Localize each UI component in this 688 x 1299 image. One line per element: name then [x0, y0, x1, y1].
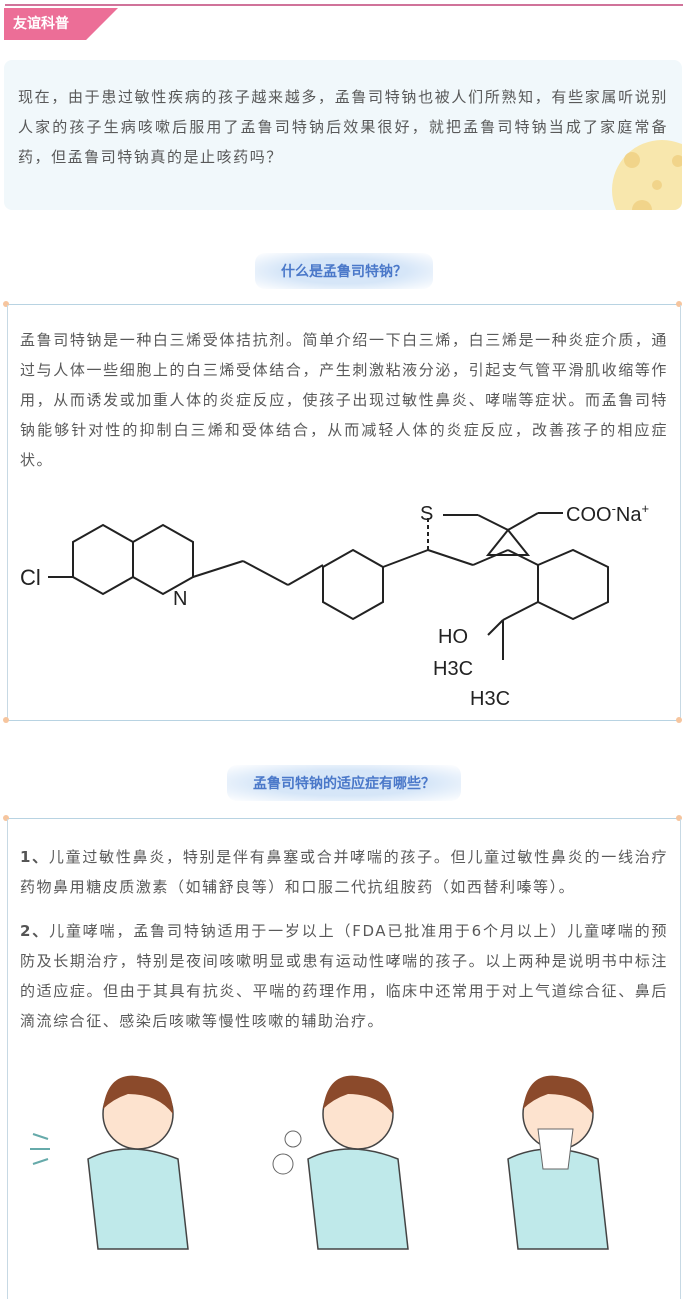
child-coughing-icon	[30, 1075, 189, 1250]
s-label: S	[420, 503, 433, 525]
ho-label: HO	[438, 626, 468, 648]
cl-label: Cl	[20, 565, 41, 590]
coughing-children-illustration	[30, 1075, 609, 1250]
category-tag: 友谊科普	[4, 8, 118, 40]
top-divider	[5, 4, 683, 6]
section-heading-indications: 孟鲁司特钠的适应症有哪些？	[227, 765, 461, 801]
section2-box: 1、儿童过敏性鼻炎，特别是伴有鼻塞或合并哮喘的孩子。但儿童过敏性鼻炎的一线治疗药…	[7, 819, 681, 1299]
dot-decoration	[676, 717, 682, 723]
methyl-label-2: H3C	[470, 688, 510, 710]
intro-text: 现在，由于患过敏性疾病的孩子越来越多，孟鲁司特钠也被人们所熟知，有些家属听说别人…	[18, 88, 668, 166]
dot-decoration	[676, 301, 682, 307]
n-label: N	[173, 588, 187, 610]
section1-text: 孟鲁司特钠是一种白三烯受体拮抗剂。简单介绍一下白三烯，白三烯是一种炎症介质，通过…	[20, 331, 668, 469]
section-heading-what: 什么是孟鲁司特钠？	[255, 253, 433, 289]
divider	[7, 304, 681, 305]
carboxylate-label: COO-Na+	[566, 501, 649, 526]
dot-decoration	[3, 717, 9, 723]
child-coughing-fist-icon	[272, 1075, 409, 1250]
indication-item-2: 2、儿童哮喘，孟鲁司特钠适用于一岁以上（FDA已批准用于6个月以上）儿童哮喘的预…	[20, 922, 668, 1030]
section1-box: 孟鲁司特钠是一种白三烯受体拮抗剂。简单介绍一下白三烯，白三烯是一种炎症介质，通过…	[7, 305, 681, 720]
divider	[7, 818, 681, 819]
dot-decoration	[3, 301, 9, 307]
methyl-label-1: H3C	[433, 658, 473, 680]
dot-decoration	[676, 815, 682, 821]
indication-item-1: 1、儿童过敏性鼻炎，特别是伴有鼻塞或合并哮喘的孩子。但儿童过敏性鼻炎的一线治疗药…	[20, 848, 668, 896]
intro-card: 现在，由于患过敏性疾病的孩子越来越多，孟鲁司特钠也被人们所熟知，有些家属听说别人…	[4, 60, 682, 210]
child-sneezing-icon	[507, 1075, 609, 1250]
dot-decoration	[3, 815, 9, 821]
montelukast-structure: Cl N S COO-Na+ HO H3C H3C	[20, 501, 649, 710]
divider	[7, 720, 681, 721]
